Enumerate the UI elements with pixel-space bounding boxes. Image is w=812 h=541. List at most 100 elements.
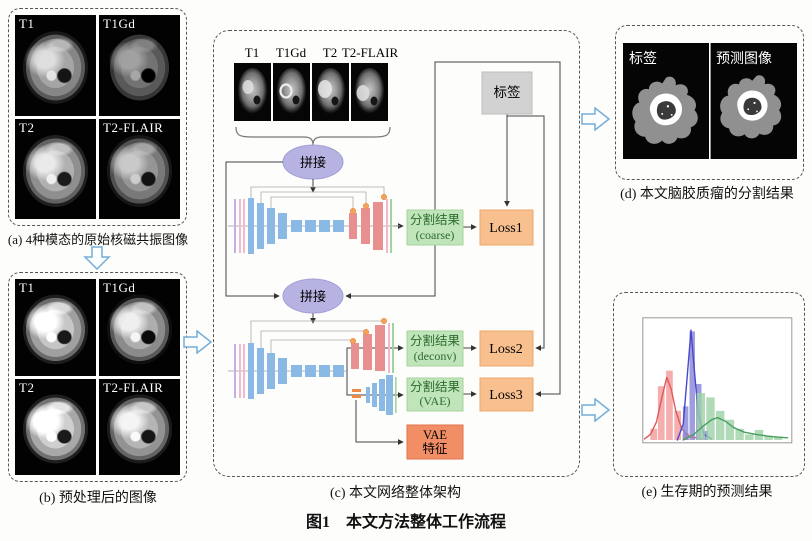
brain-graphic [99,15,180,116]
mri-label-t2flair: T2-FLAIR [103,379,164,395]
hist-bar-long-survival [725,419,735,440]
hist-bar-long-survival [745,434,754,440]
hist-bar-short-survival [657,386,665,440]
input-label-t1: T1 [245,45,259,60]
loss1-box [479,209,534,246]
thumbnail-t1gd [273,63,310,121]
survival-histogram-chart [642,317,793,444]
flow-arrow-c-to-e [581,398,611,422]
hist-bar-long-survival [716,410,725,440]
caption-panel-e: (e) 生存期的预测结果 [641,485,773,500]
connectors [225,61,561,445]
segmentation-masks: 标签 预测图像 [623,43,797,159]
figure-caption: 图1 本文方法整体工作流程 [305,514,506,531]
mri-label-t1: T1 [19,16,35,31]
deconv-result-line2: (deconv) [414,349,457,363]
hist-bar-long-survival [735,428,744,440]
vae-feature-line2: 特征 [422,441,448,456]
ground-truth-label: 标签 [629,50,657,67]
flow-arrow-a-to-b [83,246,111,270]
mri-image-t2: T2 [15,378,96,475]
mri-label-t1gd: T1Gd [103,280,136,295]
latent-equals-icon [352,395,361,398]
hist-bar-long-survival [706,397,715,440]
edge-coarse-to-loss3 [434,61,561,397]
hist-bar-long-survival [764,435,773,440]
right-arrow-icon [581,107,611,131]
edge-coarse-to-concat2 [345,245,436,299]
caption-panel-d: (d) 本文脑胶质瘤的分割结果 [620,187,794,202]
coarse-result-box [406,209,464,246]
brain-graphic [99,378,180,475]
panel-e-survival [613,292,805,477]
hist-bar-short-survival [674,410,681,440]
decoder-bars [349,202,383,250]
hist-bar-long-survival [696,393,705,440]
skip-dots [349,193,388,215]
brain-graphic [99,279,180,376]
mri-label-t2: T2 [19,379,35,395]
down-arrow-icon [83,246,111,270]
coarse-result-line1: 分割结果 [410,212,461,227]
panel-a-raw-mri: T1 T1Gd T2 T2-FLAIR [8,8,187,226]
mri-image-t2flair: T2-FLAIR [99,378,180,475]
caption-panel-a: (a) 4种模态的原始核磁共振图像 [7,232,189,247]
hist-bar-mid-survival [689,331,695,440]
hist-bar-short-survival [650,428,658,440]
input-label-t1gd: T1Gd [276,45,307,60]
mri-image-t1gd: T1Gd [99,279,180,376]
loss2-box [479,330,534,367]
loss1-text: Loss1 [489,221,522,236]
thumbnail-t2flair [351,63,388,121]
kde-curve-long-survival [682,416,789,441]
mri-image-t1: T1 [15,279,96,376]
mri-label-t1: T1 [19,280,35,295]
mri-image-t1: T1 [15,15,96,116]
deconv-result-box [406,330,464,367]
divider-line [709,43,711,159]
hist-bar-short-survival [666,370,673,440]
concat2-ellipse [282,278,344,314]
network1-coarse-unet [228,186,400,254]
vae-branch [352,375,397,415]
brain-graphic [15,378,96,475]
panel-b-preprocessed-mri: T1 T1Gd T2 T2-FLAIR [8,272,187,482]
mri-image-t2flair: T2-FLAIR [99,118,180,219]
thumbnail-t2 [312,63,349,121]
vae-feature-line1: VAE [423,428,447,442]
brain-graphic [15,15,96,116]
right-arrow-icon [581,398,611,422]
panel-d-segmentation: 标签 预测图像 [615,25,804,180]
mri-image-t1gd: T1Gd [99,15,180,116]
edge-label-to-loss2 [506,114,545,351]
decoder-bars [351,325,385,371]
label-box [481,71,533,115]
mri-image-t2: T2 [15,118,96,219]
encoder-bars [248,198,344,254]
vae-feature-box [406,424,464,460]
skip-connections [250,186,385,210]
loss2-text: Loss2 [489,342,522,357]
input-label-t2: T2 [323,45,337,60]
label-box-text: 标签 [494,84,522,100]
vae-result-line2: (VAE) [419,394,450,408]
caption-panel-b: (b) 预处理后的图像 [39,491,157,506]
input-thumbnails [234,63,388,121]
panel-c-architecture: T1 T1Gd T2 T2-FLAIR 拼接 [213,30,580,477]
flow-arrow-c-to-d [581,107,611,131]
mri-grid-preprocessed: T1 T1Gd T2 T2-FLAIR [15,279,180,475]
loss3-text: Loss3 [489,388,522,403]
brace-icon [235,126,391,146]
mri-label-t1gd: T1Gd [103,16,136,31]
mri-grid-raw: T1 T1Gd T2 T2-FLAIR [15,15,180,219]
brain-graphic [15,118,96,219]
brain-graphic [99,118,180,219]
right-arrow-icon [183,330,213,354]
coarse-result-line2: (coarse) [416,228,455,242]
hist-bar-mid-survival [682,406,689,440]
deconv-result-line1: 分割结果 [410,333,461,348]
concat2-label: 拼接 [300,289,326,304]
vae-result-line1: 分割结果 [410,379,461,394]
edge-concat1-to-concat2 [225,161,283,299]
brain-graphic [15,279,96,376]
